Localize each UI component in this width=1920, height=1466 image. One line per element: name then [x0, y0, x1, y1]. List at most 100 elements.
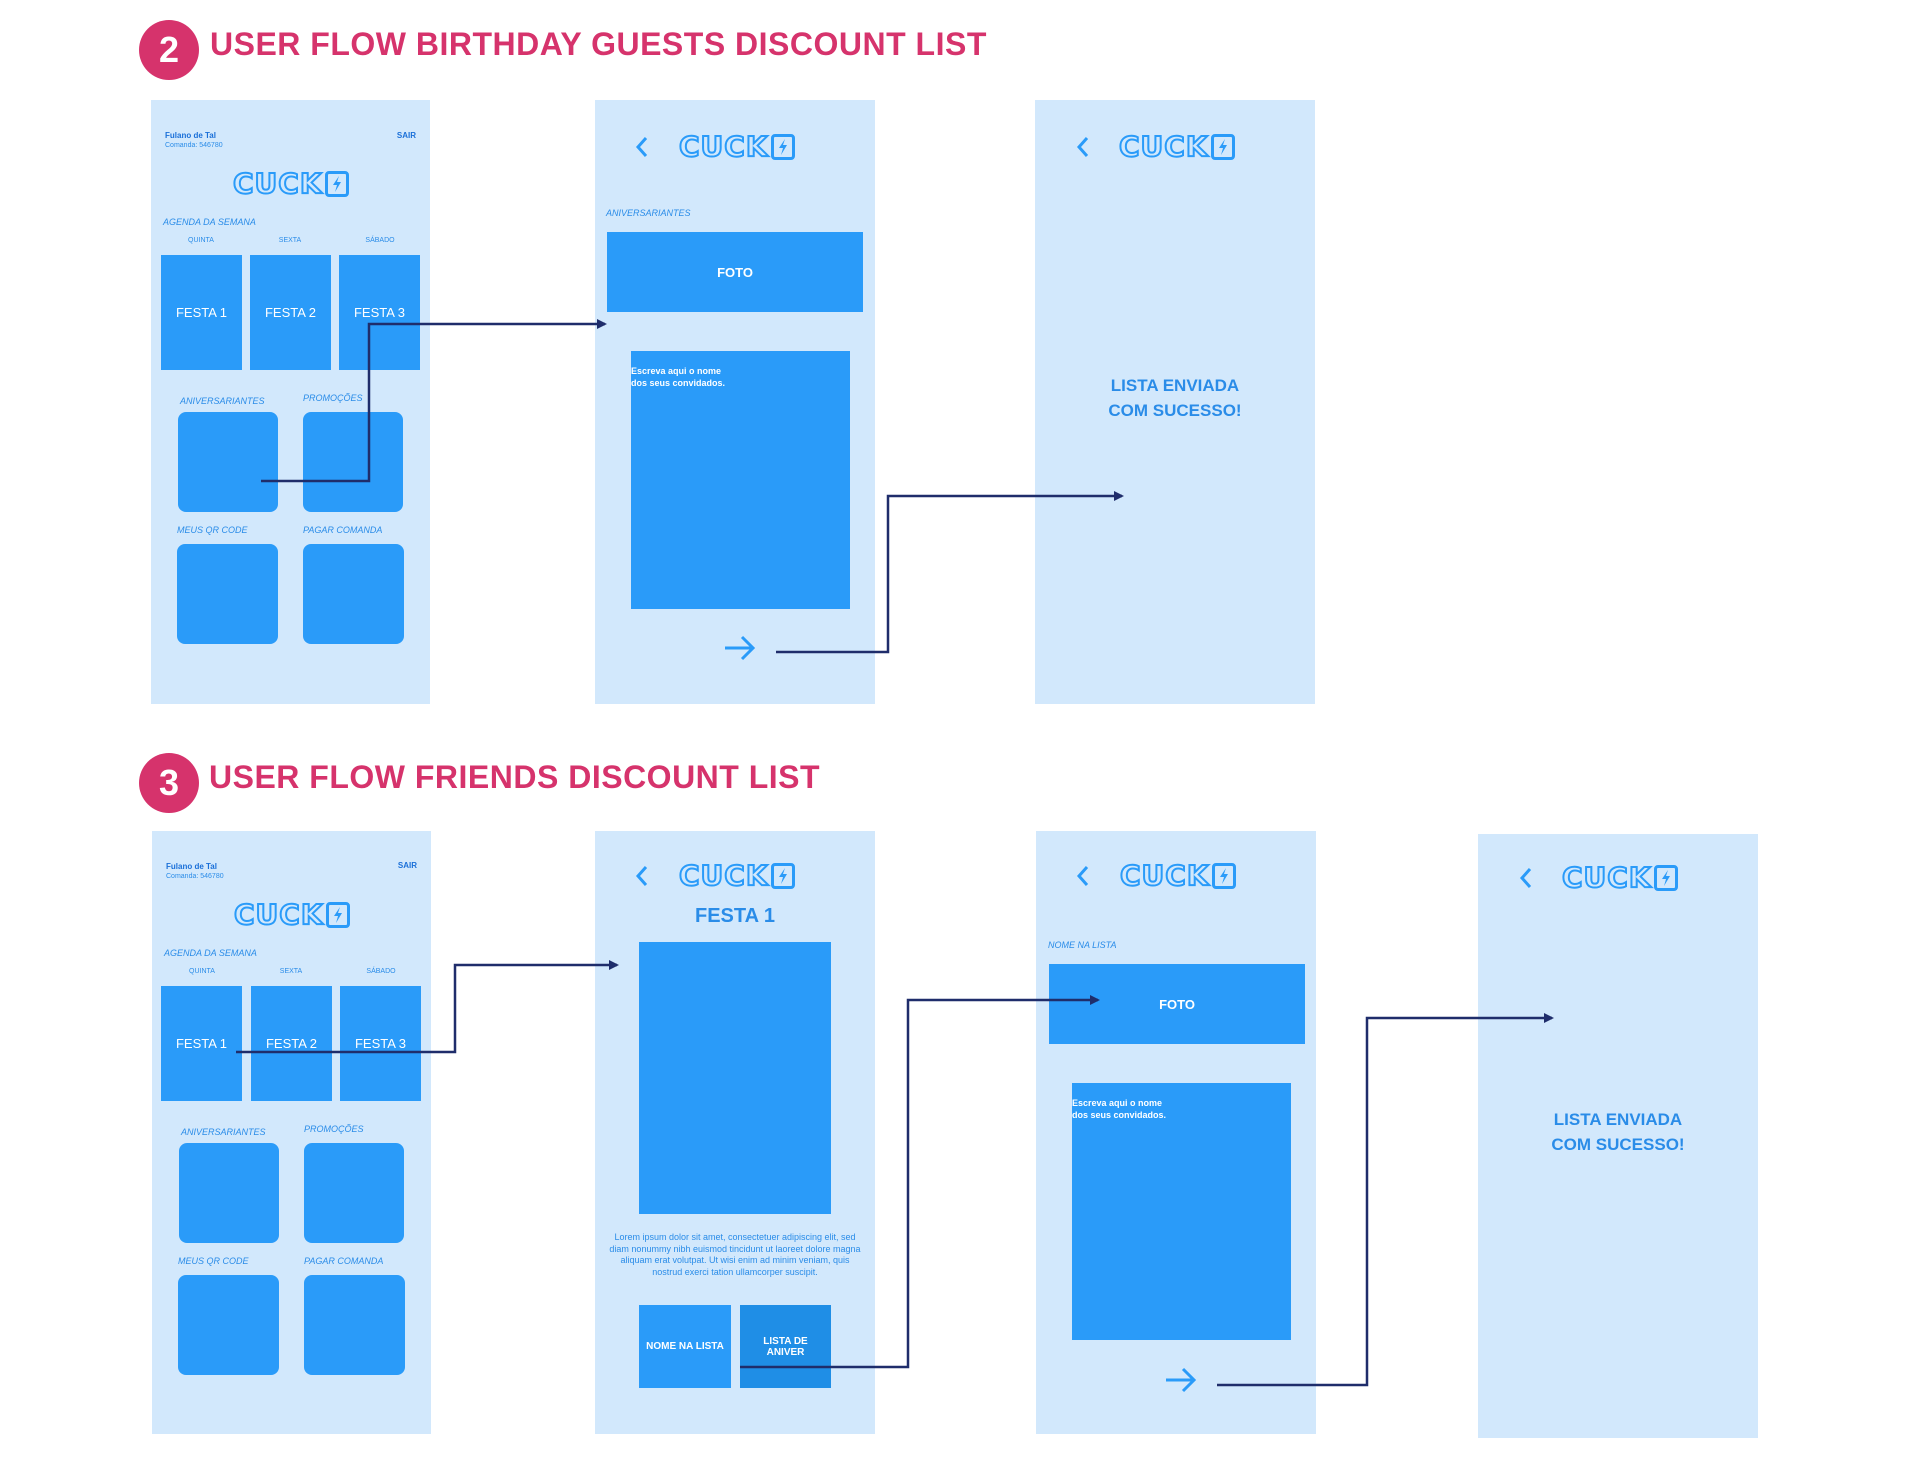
party-card-label: FESTA 2 — [265, 1036, 318, 1051]
aniversariantes-tile[interactable] — [178, 412, 278, 512]
connector-detail-to-namelist — [740, 995, 1100, 1369]
back-chevron-icon[interactable] — [1519, 867, 1533, 889]
success-line2: COM SUCESSO! — [1551, 1134, 1685, 1154]
flow2-birthday-screen: CUCK ANIVERSARIANTES FOTO Escreva aqui o… — [595, 100, 875, 704]
flow2-number: 2 — [158, 29, 180, 70]
aniversariantes-label: ANIVERSARIANTES — [181, 1127, 266, 1137]
birthday-list-label-line1: LISTA DE — [763, 1335, 808, 1347]
day-sabado: SÁBADO — [366, 968, 396, 975]
logout-link[interactable]: SAIR — [396, 131, 416, 140]
party-card-label: FESTA 3 — [353, 305, 406, 320]
logo-text: CUCK — [1561, 861, 1652, 894]
party-card-3[interactable]: FESTA 3 — [340, 986, 421, 1101]
flow3-title: USER FLOW FRIENDS DISCOUNT LIST — [209, 759, 821, 795]
connector-birthday-to-form — [261, 319, 607, 483]
birthday-list-label-line2: ANIVER — [766, 1346, 805, 1358]
success-message: LISTA ENVIADA COM SUCESSO! — [1478, 1108, 1758, 1157]
logo-text: CUCK — [678, 130, 769, 163]
party-flyer-image — [639, 942, 831, 1214]
day-quinta: QUINTA — [189, 968, 215, 975]
guest-names-textarea[interactable]: Escreva aqui o nome dos seus convidados. — [631, 351, 850, 609]
flow3-name-list-screen: CUCK NOME NA LISTA FOTO Escreva aqui o n… — [1036, 831, 1316, 1434]
flow2-number-badge: 2 — [139, 20, 199, 80]
textarea-hint-line1: Escreva aqui o nome — [631, 366, 722, 376]
bolt-icon — [1210, 134, 1235, 160]
logo-text: CUCK — [232, 167, 323, 200]
cuck-logo: CUCK — [1118, 130, 1235, 163]
party-description: Lorem ipsum dolor sit amet, consectetuer… — [609, 1232, 861, 1278]
party-title: FESTA 1 — [694, 905, 775, 927]
birthday-list-button[interactable]: LISTA DE ANIVER — [740, 1305, 831, 1388]
connector-namelist-to-success — [1217, 1013, 1554, 1387]
back-chevron-icon[interactable] — [1076, 865, 1090, 887]
cuck-logo: CUCK — [1119, 859, 1236, 892]
aniversariantes-section-label: ANIVERSARIANTES — [606, 208, 691, 218]
aniversariantes-tile[interactable] — [179, 1143, 279, 1243]
textarea-hint-line2: dos seus convidados. — [1072, 1110, 1167, 1121]
pagar-comanda-tile[interactable] — [304, 1275, 405, 1375]
party-card-1[interactable]: FESTA 1 — [161, 986, 242, 1101]
success-line2: COM SUCESSO! — [1108, 400, 1242, 420]
cuck-logo: CUCK — [233, 898, 350, 931]
flow3-party-screen: CUCK FESTA 1 Lorem ipsum dolor sit amet,… — [595, 831, 875, 1434]
bolt-icon — [1653, 865, 1678, 891]
pagar-comanda-label: PAGAR COMANDA — [304, 1256, 384, 1266]
bolt-icon — [770, 863, 795, 889]
connector-party-to-detail — [236, 960, 619, 1054]
logo-text: CUCK — [1119, 859, 1210, 892]
party-card-2[interactable]: FESTA 2 — [251, 986, 332, 1101]
user-name: Fulano de Tal — [165, 131, 216, 140]
meus-qr-label: MEUS QR CODE — [178, 1256, 249, 1266]
back-chevron-icon[interactable] — [635, 136, 649, 158]
day-sexta: SEXTA — [278, 237, 302, 244]
name-on-list-button[interactable]: NOME NA LISTA — [639, 1305, 731, 1388]
bolt-icon — [325, 902, 350, 928]
party-card-1[interactable]: FESTA 1 — [161, 255, 242, 370]
pagar-comanda-tile[interactable] — [303, 544, 404, 644]
promocoes-tile[interactable] — [304, 1143, 404, 1243]
textarea-hint-line1: Escreva aqui o nome — [1072, 1098, 1163, 1108]
user-name: Fulano de Tal — [166, 862, 217, 871]
meus-qr-tile[interactable] — [178, 1275, 279, 1375]
bolt-icon — [770, 134, 795, 160]
promocoes-label: PROMOÇÕES — [304, 1124, 364, 1134]
back-chevron-icon[interactable] — [1076, 136, 1090, 158]
photo-label: FOTO — [1159, 996, 1195, 1012]
name-list-section-label: NOME NA LISTA — [1048, 940, 1117, 950]
promocoes-tile[interactable] — [303, 412, 403, 512]
flow2-title: USER FLOW BIRTHDAY GUESTS DISCOUNT LIST — [210, 26, 987, 62]
agenda-label: AGENDA DA SEMANA — [163, 217, 256, 227]
party-card-3[interactable]: FESTA 3 — [339, 255, 420, 370]
success-line1: LISTA ENVIADA — [1110, 376, 1240, 395]
meus-qr-tile[interactable] — [177, 544, 278, 644]
promocoes-label: PROMOÇÕES — [303, 393, 363, 403]
party-card-label: FESTA 1 — [175, 1036, 228, 1051]
day-sabado: SÁBADO — [365, 237, 395, 244]
party-card-2[interactable]: FESTA 2 — [250, 255, 331, 370]
next-arrow-icon[interactable] — [1164, 1366, 1198, 1394]
flow3-number: 3 — [158, 762, 180, 803]
next-arrow-icon[interactable] — [723, 634, 757, 662]
back-chevron-icon[interactable] — [635, 865, 649, 887]
bolt-icon — [1211, 863, 1236, 889]
party-card-label: FESTA 2 — [264, 305, 317, 320]
flow3-home-screen: Fulano de Tal Comanda: 546780 SAIR CUCK … — [152, 831, 431, 1434]
cuck-logo: CUCK — [232, 167, 349, 200]
cuck-logo: CUCK — [678, 861, 795, 891]
logo-text: CUCK — [1118, 130, 1209, 163]
day-quinta: QUINTA — [188, 237, 214, 244]
bolt-icon — [324, 171, 349, 197]
pagar-comanda-label: PAGAR COMANDA — [303, 525, 383, 535]
aniversariantes-label: ANIVERSARIANTES — [180, 396, 265, 406]
meus-qr-label: MEUS QR CODE — [177, 525, 248, 535]
name-on-list-label: NOME NA LISTA — [646, 1341, 724, 1352]
success-line1: LISTA ENVIADA — [1553, 1110, 1683, 1129]
logo-text: CUCK — [233, 898, 324, 931]
logout-link[interactable]: SAIR — [397, 861, 417, 870]
cuck-logo: CUCK — [678, 130, 795, 163]
party-card-label: FESTA 1 — [175, 305, 228, 320]
connector-form-to-success — [776, 491, 1124, 654]
flow2-home-screen: Fulano de Tal Comanda: 546780 SAIR CUCK … — [151, 100, 430, 704]
guest-names-textarea[interactable]: Escreva aqui o nome dos seus convidados. — [1072, 1083, 1291, 1340]
